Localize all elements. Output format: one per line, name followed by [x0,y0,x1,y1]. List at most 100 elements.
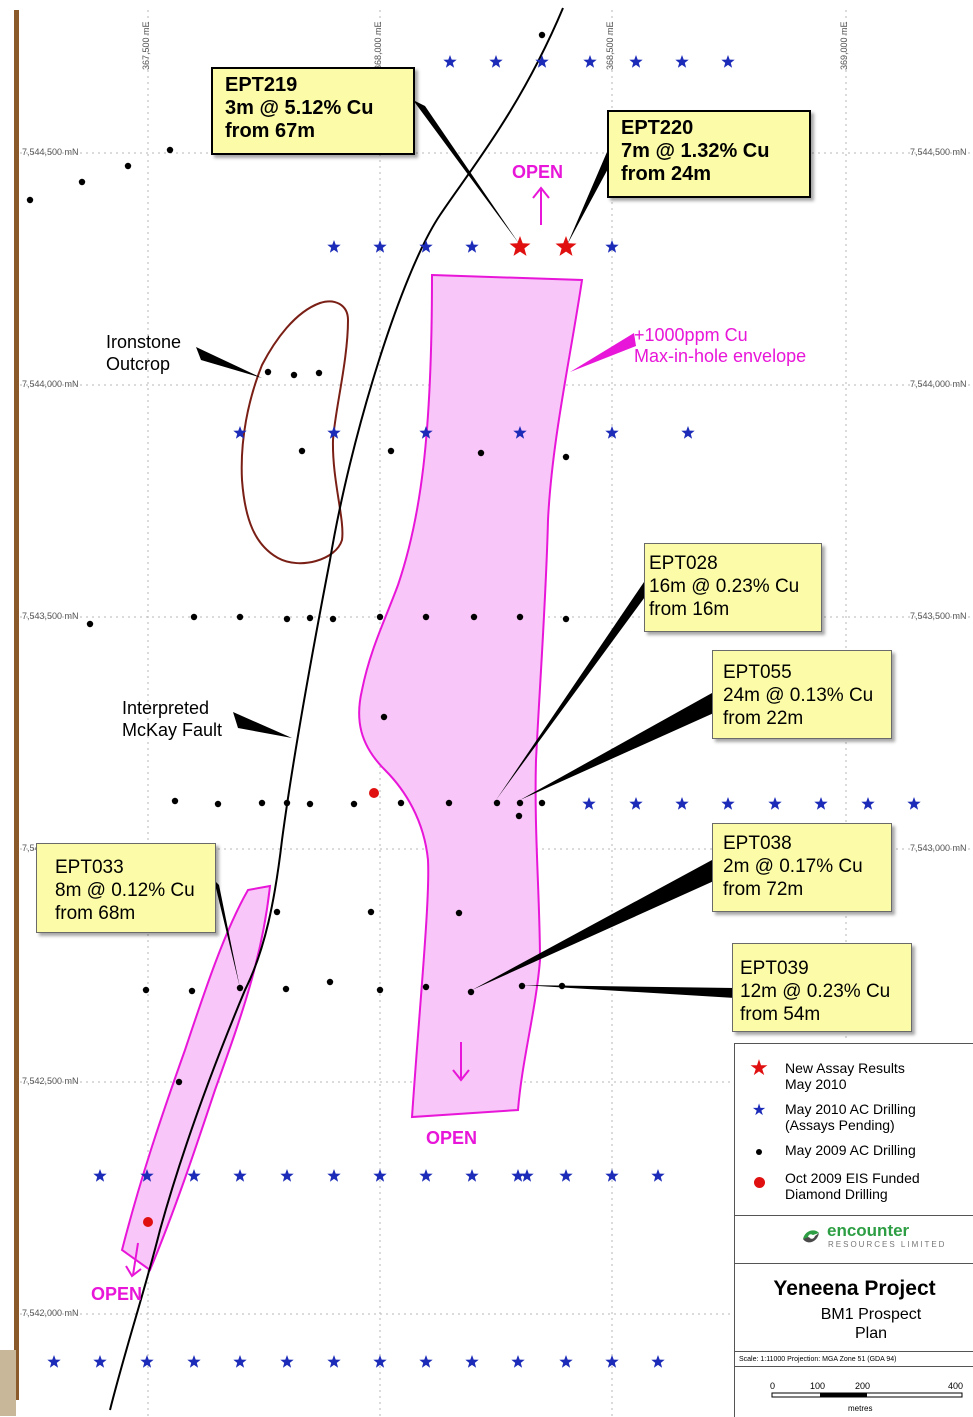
ac-2010-drill-hole [675,55,689,68]
ac-2009-drill-hole [518,982,526,990]
northing-label: 7,544,500 mN [22,147,79,157]
ac-2010-drill-hole [535,55,549,68]
northing-label: 7,542,500 mN [22,1076,79,1086]
ac-2009-drill-hole [282,985,290,993]
ac-2009-drill-hole [350,800,358,808]
ac-2010-drill-hole [140,1169,154,1182]
ac-2009-drill-hole [298,447,306,455]
callout-ept033: EPT033 8m @ 0.12% Cu from 68m [36,843,216,933]
ac-2010-drill-hole [187,1355,201,1368]
ac-2009-drill-hole [86,620,94,628]
intercept: 3m @ 5.12% Cu [225,97,374,119]
ac-2010-drill-hole [419,426,433,439]
depth: from 22m [723,708,804,729]
ac-2010-drill-hole [511,1169,525,1182]
ac-2009-drill-hole [376,986,384,994]
ac-2010-drill-hole [93,1169,107,1182]
legend-label: May 2009 AC Drilling [785,1142,916,1158]
ac-2009-drill-hole [367,908,375,916]
ac-2009-drill-hole [516,613,524,621]
ac-2010-drill-hole [373,1169,387,1182]
ac-2009-drill-hole [264,368,272,376]
ac-2009-drill-hole [445,799,453,807]
scale-tick: 200 [855,1381,870,1391]
ac-2010-drill-hole [651,1355,665,1368]
ac-2010-drill-hole [681,426,695,439]
ac-2010-drill-hole [373,240,387,253]
ac-2010-drill-hole [605,1169,619,1182]
ac-2010-drill-hole [419,240,433,253]
callout-ept055: EPT055 24m @ 0.13% Cu from 22m [712,650,892,739]
hole-id: EPT028 [649,553,718,574]
scale-unit: metres [848,1404,872,1413]
ac-2010-drill-hole [675,797,689,810]
ac-2010-drill-hole [629,55,643,68]
brand-name: encounter [827,1221,910,1240]
ac-2009-drill-hole [516,799,524,807]
ac-2010-drill-hole [280,1355,294,1368]
ac-2010-drill-hole [233,1355,247,1368]
intercept: 7m @ 1.32% Cu [621,140,770,162]
ac-2009-drill-hole [326,978,334,986]
ac-2009-drill-hole [283,615,291,623]
ac-2010-drill-hole [907,797,921,810]
legend-label: Oct 2009 EIS Funded Diamond Drilling [785,1170,920,1202]
depth: from 72m [723,879,804,900]
easting-label: 369,000 mE [839,21,849,70]
scale-tick: 0 [770,1381,775,1391]
easting-label: 368,500 mE [605,21,615,70]
ac-2010-drill-hole [419,1169,433,1182]
ac-2010-drill-hole [327,426,341,439]
ac-2010-drill-hole [93,1355,107,1368]
intercept: 16m @ 0.23% Cu [649,576,800,597]
ac-2010-drill-hole [280,1169,294,1182]
ironstone-label-line2: Outcrop [106,354,170,374]
scale-note: Scale: 1:11000 Projection: MGA Zone 51 (… [739,1356,897,1363]
ac-2009-drill-hole [188,987,196,995]
brand-subtitle: RESOURCES LIMITED [828,1240,947,1249]
envelope-leader [570,333,636,372]
hole-id: EPT055 [723,662,792,683]
ac-2010-drill-hole [327,1169,341,1182]
cu-envelope-southwest [120,884,272,1272]
northing-label: 7,544,500 mN [910,147,967,157]
northing-label: 7,543,000 mN [910,843,967,853]
red-star-icon: ★ [749,1055,769,1080]
easting-label: 367,500 mE [141,21,151,70]
prospect-name: BM1 Prospect [820,1306,922,1323]
ac-2010-drill-hole [559,1169,573,1182]
red-dot-icon [749,1175,769,1191]
open-label-south: OPEN [426,1128,477,1148]
ac-2010-drill-hole [443,55,457,68]
ac-2009-drill-hole [190,613,198,621]
ac-2010-drill-hole [605,426,619,439]
ac-2010-drill-hole [768,797,782,810]
ac-2009-drill-hole [175,1078,183,1086]
ac-2009-drill-hole [315,369,323,377]
ac-2010-drill-hole [605,1355,619,1368]
ac-2010-drill-hole [233,1169,247,1182]
ac-2009-drill-hole [78,178,86,186]
ac-2009-drill-hole [467,988,475,996]
hole-id: EPT033 [55,857,124,878]
hole-id: EPT220 [621,117,694,139]
ironstone-label-line1: Ironstone [106,332,181,352]
northing-label: 7,544,000 mN [22,379,79,389]
ac-2010-drill-hole [465,240,479,253]
new-assay-drill-hole [509,236,531,256]
open-label-southwest: OPEN [91,1284,142,1304]
ac-2010-drill-hole [140,1355,154,1368]
ac-2010-drill-hole [187,1169,201,1182]
hole-id: EPT038 [723,833,792,854]
legend-label: New Assay Results May 2010 [785,1060,905,1092]
cu-envelope-main [358,273,584,1119]
ac-2010-drill-hole [814,797,828,810]
ac-2009-drill-hole [171,797,179,805]
ac-2009-drill-hole [329,615,337,623]
ac-2009-drill-hole [273,908,281,916]
ac-2009-drill-hole [493,799,501,807]
ac-2010-drill-hole [605,240,619,253]
depth: from 68m [55,903,136,924]
ac-2009-drill-hole [515,812,523,820]
depth: from 16m [649,599,730,620]
